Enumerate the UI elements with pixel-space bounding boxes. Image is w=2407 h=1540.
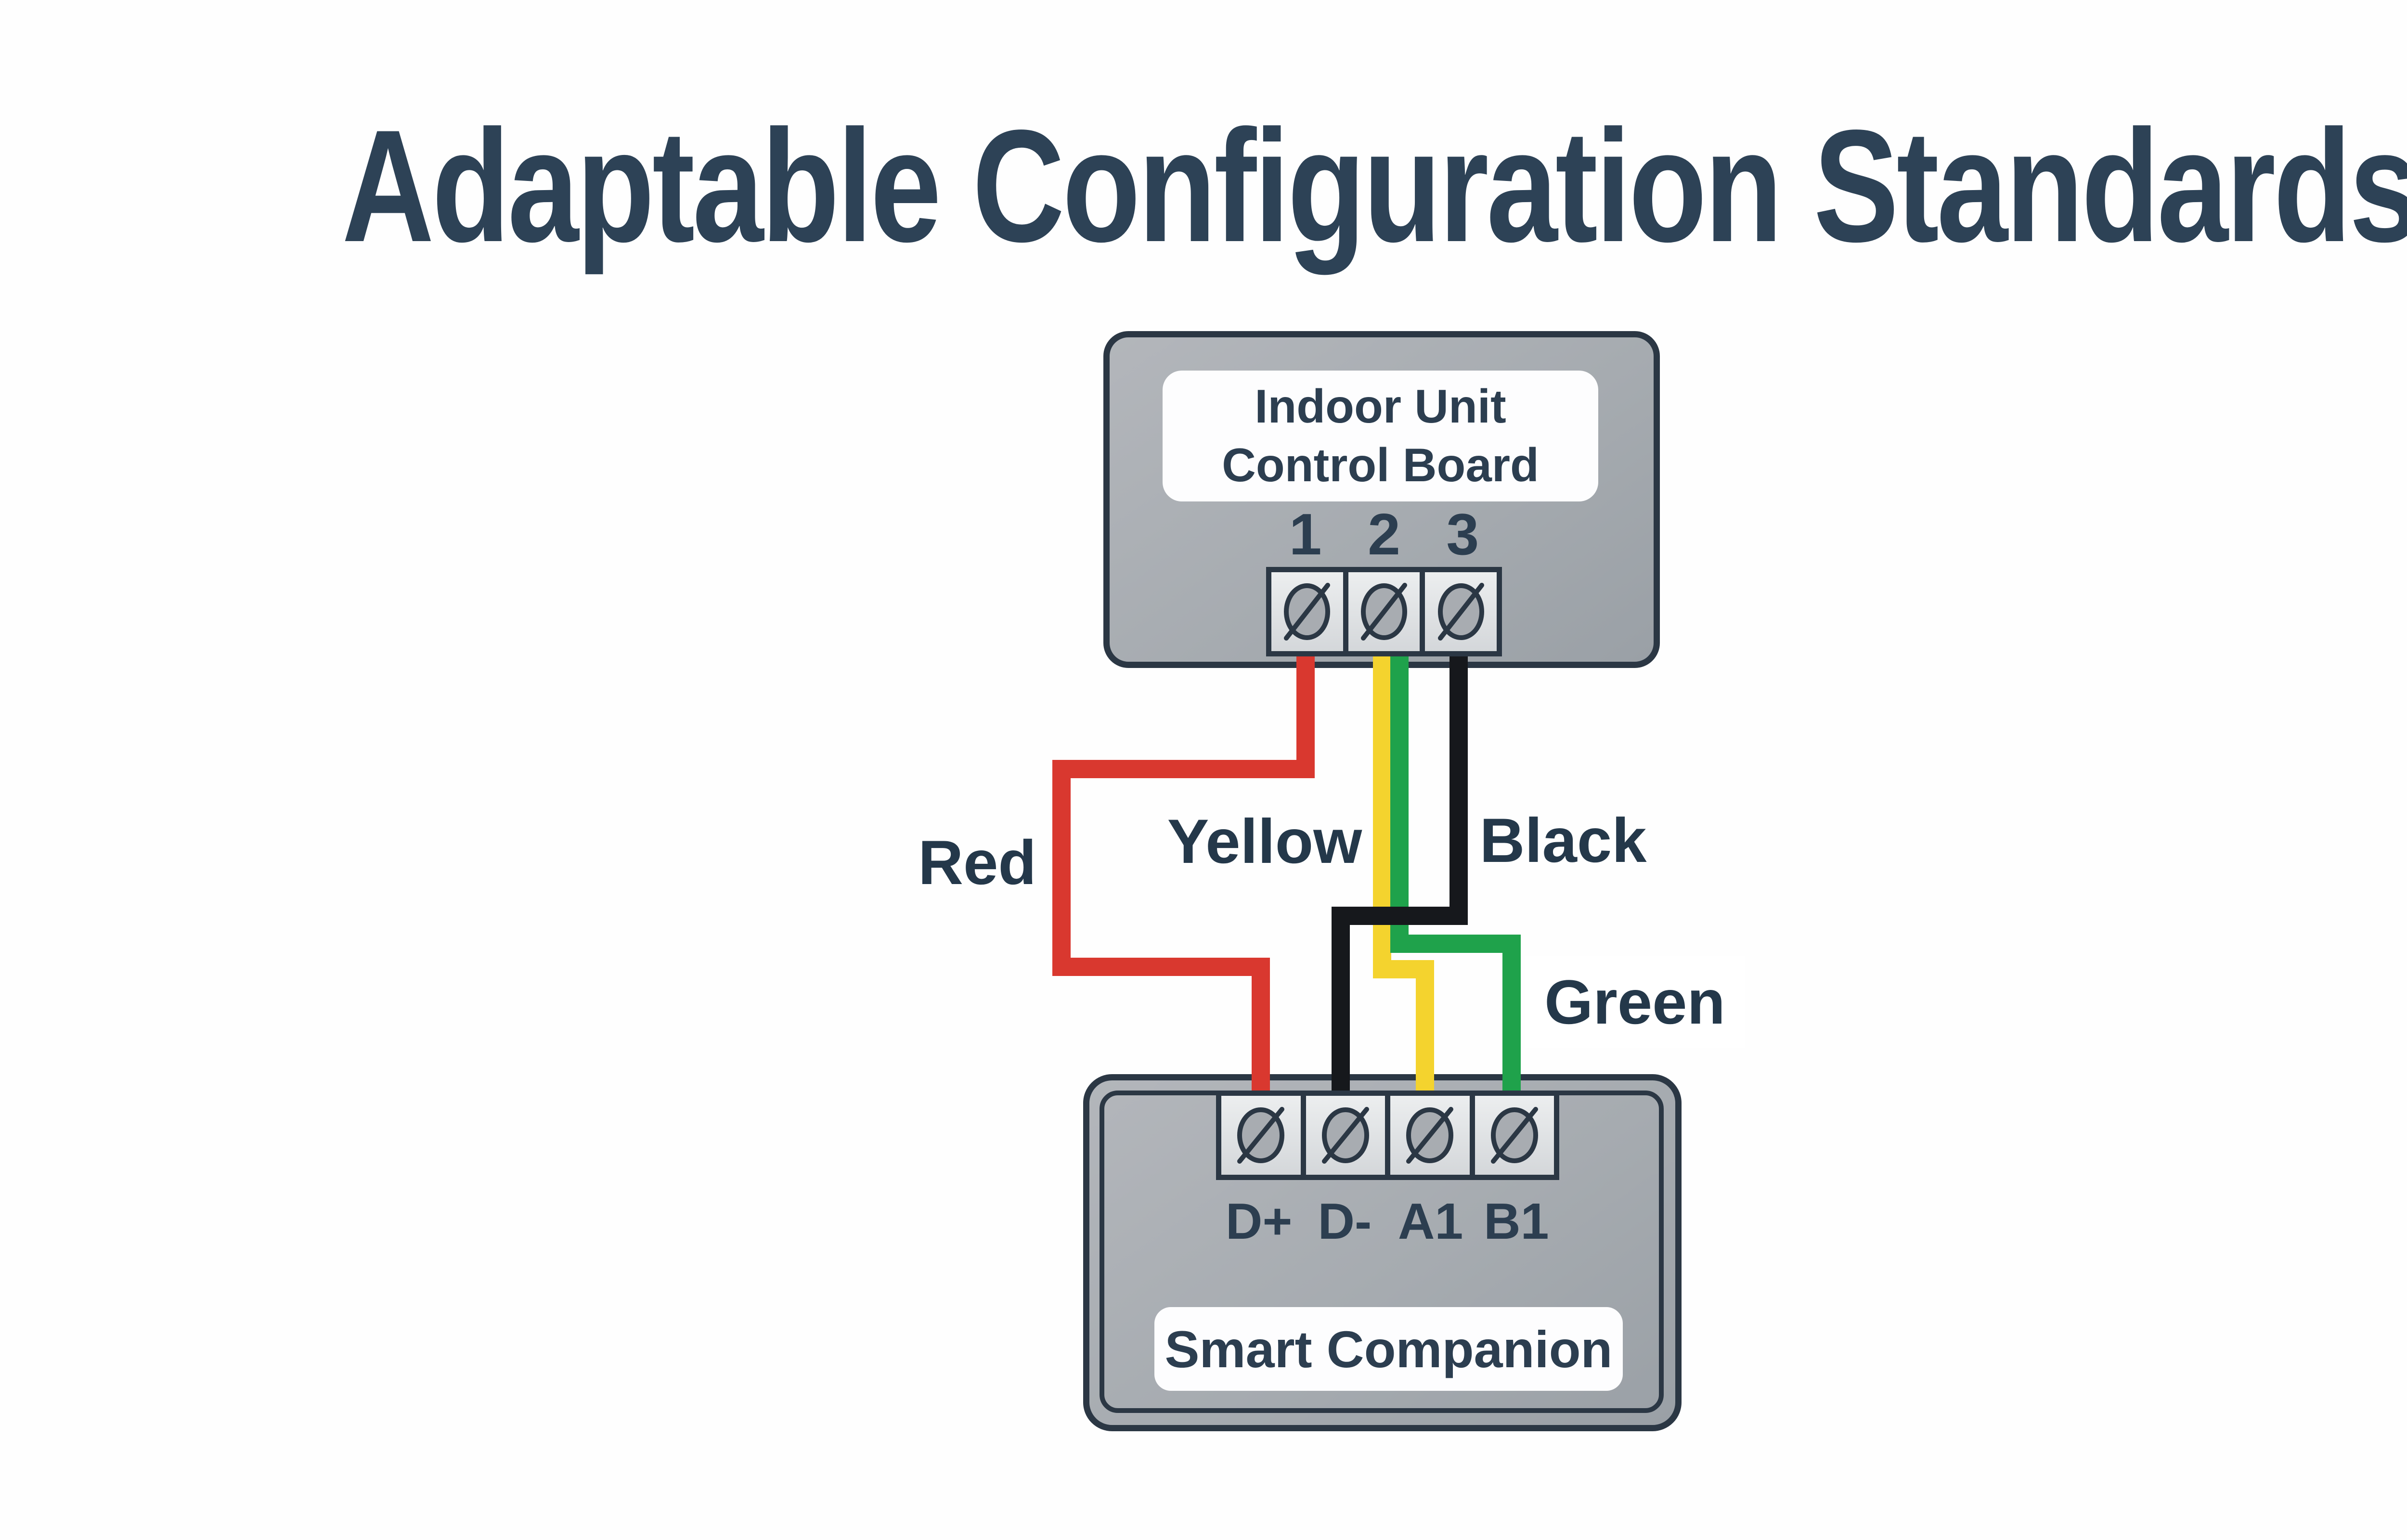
screw-terminal-dminus	[1306, 1096, 1385, 1175]
terminal-label-dminus: D-	[1318, 1193, 1372, 1250]
yellow-wire-segment	[1416, 960, 1434, 1099]
page-title: Adaptable Configuration Standards	[342, 97, 2407, 275]
screw-icon	[1321, 1107, 1369, 1164]
indoor-unit-label: Indoor Unit Control Board	[1163, 371, 1598, 501]
green-wire-segment	[1502, 935, 1521, 1099]
smart-companion-label: Smart Companion	[1154, 1307, 1623, 1391]
screw-icon	[1490, 1107, 1538, 1164]
black-wire-segment	[1332, 907, 1468, 925]
red-wire-segment	[1052, 760, 1315, 778]
screw-terminal-2	[1348, 572, 1420, 651]
terminal-label-b1: B1	[1484, 1193, 1549, 1250]
smart-companion-terminal-labels: D+ D- A1 B1	[1216, 1193, 1559, 1250]
yellow-wire-segment	[1373, 651, 1391, 978]
screw-terminal-b1	[1475, 1096, 1554, 1175]
terminal-label-a1: A1	[1398, 1193, 1463, 1250]
indoor-terminal-block	[1266, 567, 1502, 656]
indoor-unit-label-line1: Indoor Unit	[1255, 380, 1506, 433]
indoor-unit-label-line2: Control Board	[1222, 438, 1539, 491]
yellow-wire-label: Yellow	[1167, 806, 1362, 876]
screw-icon	[1437, 583, 1484, 641]
terminal-number-2: 2	[1368, 501, 1400, 567]
red-wire-segment	[1052, 958, 1270, 976]
black-wire-label: Black	[1479, 805, 1647, 875]
screw-terminal-dplus	[1221, 1096, 1301, 1175]
red-wire-segment	[1296, 651, 1315, 778]
screw-icon	[1361, 583, 1407, 641]
terminal-number-3: 3	[1446, 501, 1479, 567]
green-wire-segment	[1390, 935, 1521, 953]
black-wire-segment	[1332, 907, 1350, 1099]
screw-icon	[1284, 583, 1331, 641]
smart-companion-label-text: Smart Companion	[1165, 1320, 1613, 1378]
screw-terminal-1	[1271, 572, 1343, 651]
green-wire-label: Green	[1525, 956, 1745, 1048]
indoor-terminal-numbers: 1 2 3	[1266, 500, 1502, 567]
green-wire-segment	[1390, 651, 1409, 953]
red-wire-segment	[1252, 958, 1270, 1098]
screw-terminal-3	[1425, 572, 1497, 651]
screw-terminal-a1	[1390, 1096, 1470, 1175]
red-wire-segment	[1052, 760, 1071, 976]
screw-icon	[1406, 1107, 1454, 1164]
smart-companion-terminal-block	[1216, 1091, 1559, 1180]
terminal-label-dplus: D+	[1225, 1193, 1293, 1250]
red-wire-label: Red	[918, 827, 1036, 898]
screw-icon	[1237, 1107, 1285, 1164]
terminal-number-1: 1	[1289, 501, 1322, 567]
black-wire-segment	[1449, 651, 1468, 925]
